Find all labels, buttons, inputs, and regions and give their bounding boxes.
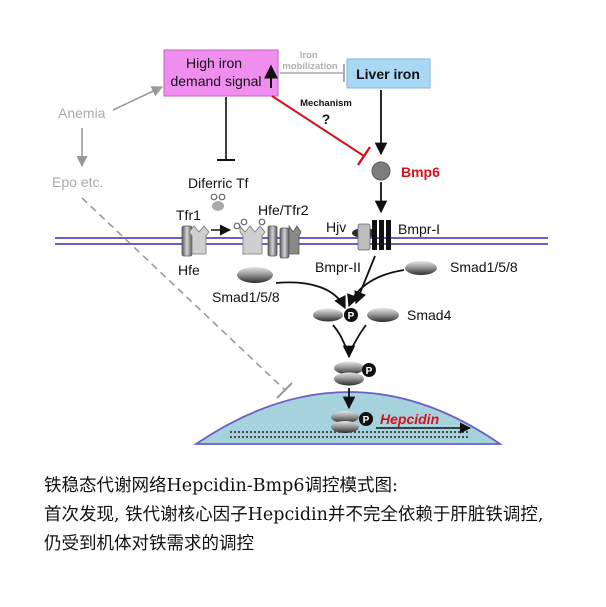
- bmpr1-label: Bmpr-I: [398, 221, 440, 237]
- smad-complex: P: [334, 361, 376, 386]
- epo-inhibit-bar: [276, 382, 293, 399]
- phospho-badge: [344, 308, 358, 322]
- smad158-right: [405, 261, 437, 275]
- nuclear-smad-complex: P: [331, 411, 373, 433]
- smad4-protein: [367, 308, 399, 322]
- caption-line-2: 首次发现, 铁代谢核心因子Hepcidin并不完全依赖于肝脏铁调控,: [44, 505, 544, 525]
- liver-iron-box: [346, 58, 431, 89]
- smad158-right-label: Smad1/5/8: [450, 259, 518, 275]
- phospho-label: P: [348, 311, 355, 322]
- diferric-tf-icon: [210, 193, 226, 211]
- smad-right-to-phospho-arrow: [347, 269, 405, 308]
- hjv-label: Hjv: [326, 219, 346, 235]
- hepcidin-bmp6-diagram: High iron demand signal Liver iron Iron …: [52, 49, 548, 445]
- receptor-to-phospho-arrow: [354, 255, 376, 305]
- bmpr2-label: Bmpr-II: [315, 259, 361, 275]
- hfe-tfr2-label: Hfe/Tfr2: [258, 202, 309, 218]
- bmp-receptor-complex: [352, 220, 391, 251]
- hepcidin-gene-label: Hepcidin: [380, 411, 439, 427]
- question-mark: ?: [322, 111, 331, 127]
- signal-to-bmp6-inhibit-line: [271, 95, 365, 157]
- tfr1-label: Tfr1: [176, 207, 201, 223]
- diferric-tf-label: Diferric Tf: [188, 175, 249, 191]
- bmp6-inhibit-bar: [357, 146, 371, 166]
- anemia-to-signal-arrow: [112, 86, 164, 111]
- tfr1-receptor: [181, 225, 210, 257]
- liver-iron-label: Liver iron: [356, 66, 420, 82]
- smad158-left-label: Smad1/5/8: [212, 289, 280, 305]
- svg-text:P: P: [366, 366, 373, 377]
- hfe-label: Hfe: [178, 262, 200, 278]
- anemia-label: Anemia: [58, 105, 106, 121]
- figure-caption: 铁稳态代谢网络Hepcidin-Bmp6调控模式图: 首次发现, 铁代谢核心因子…: [44, 472, 596, 559]
- high-iron-signal-box: [163, 49, 279, 97]
- epo-inhibit-dashed-line: [81, 197, 286, 391]
- smad4-label: Smad4: [407, 307, 452, 323]
- caption-line-3: 仍受到机体对铁需求的调控: [44, 534, 254, 554]
- cell-membrane: [55, 237, 548, 245]
- hfe-tfr2-complex: [233, 218, 302, 259]
- bmp6-ligand: [371, 161, 391, 181]
- smad158-left: [237, 267, 273, 283]
- epo-label: Epo etc.: [52, 174, 103, 190]
- high-iron-signal-label: High iron demand signal: [170, 55, 261, 89]
- mechanism-label: Mechanism: [300, 98, 352, 109]
- svg-text:P: P: [363, 415, 370, 426]
- phospho-smad158: [313, 308, 343, 322]
- smad-left-to-phospho-arrow: [275, 281, 346, 310]
- iron-mobilization-label: Iron mobilization: [282, 50, 338, 72]
- caption-line-1: 铁稳态代谢网络Hepcidin-Bmp6调控模式图:: [44, 476, 398, 496]
- bmp6-label: Bmp6: [401, 164, 440, 180]
